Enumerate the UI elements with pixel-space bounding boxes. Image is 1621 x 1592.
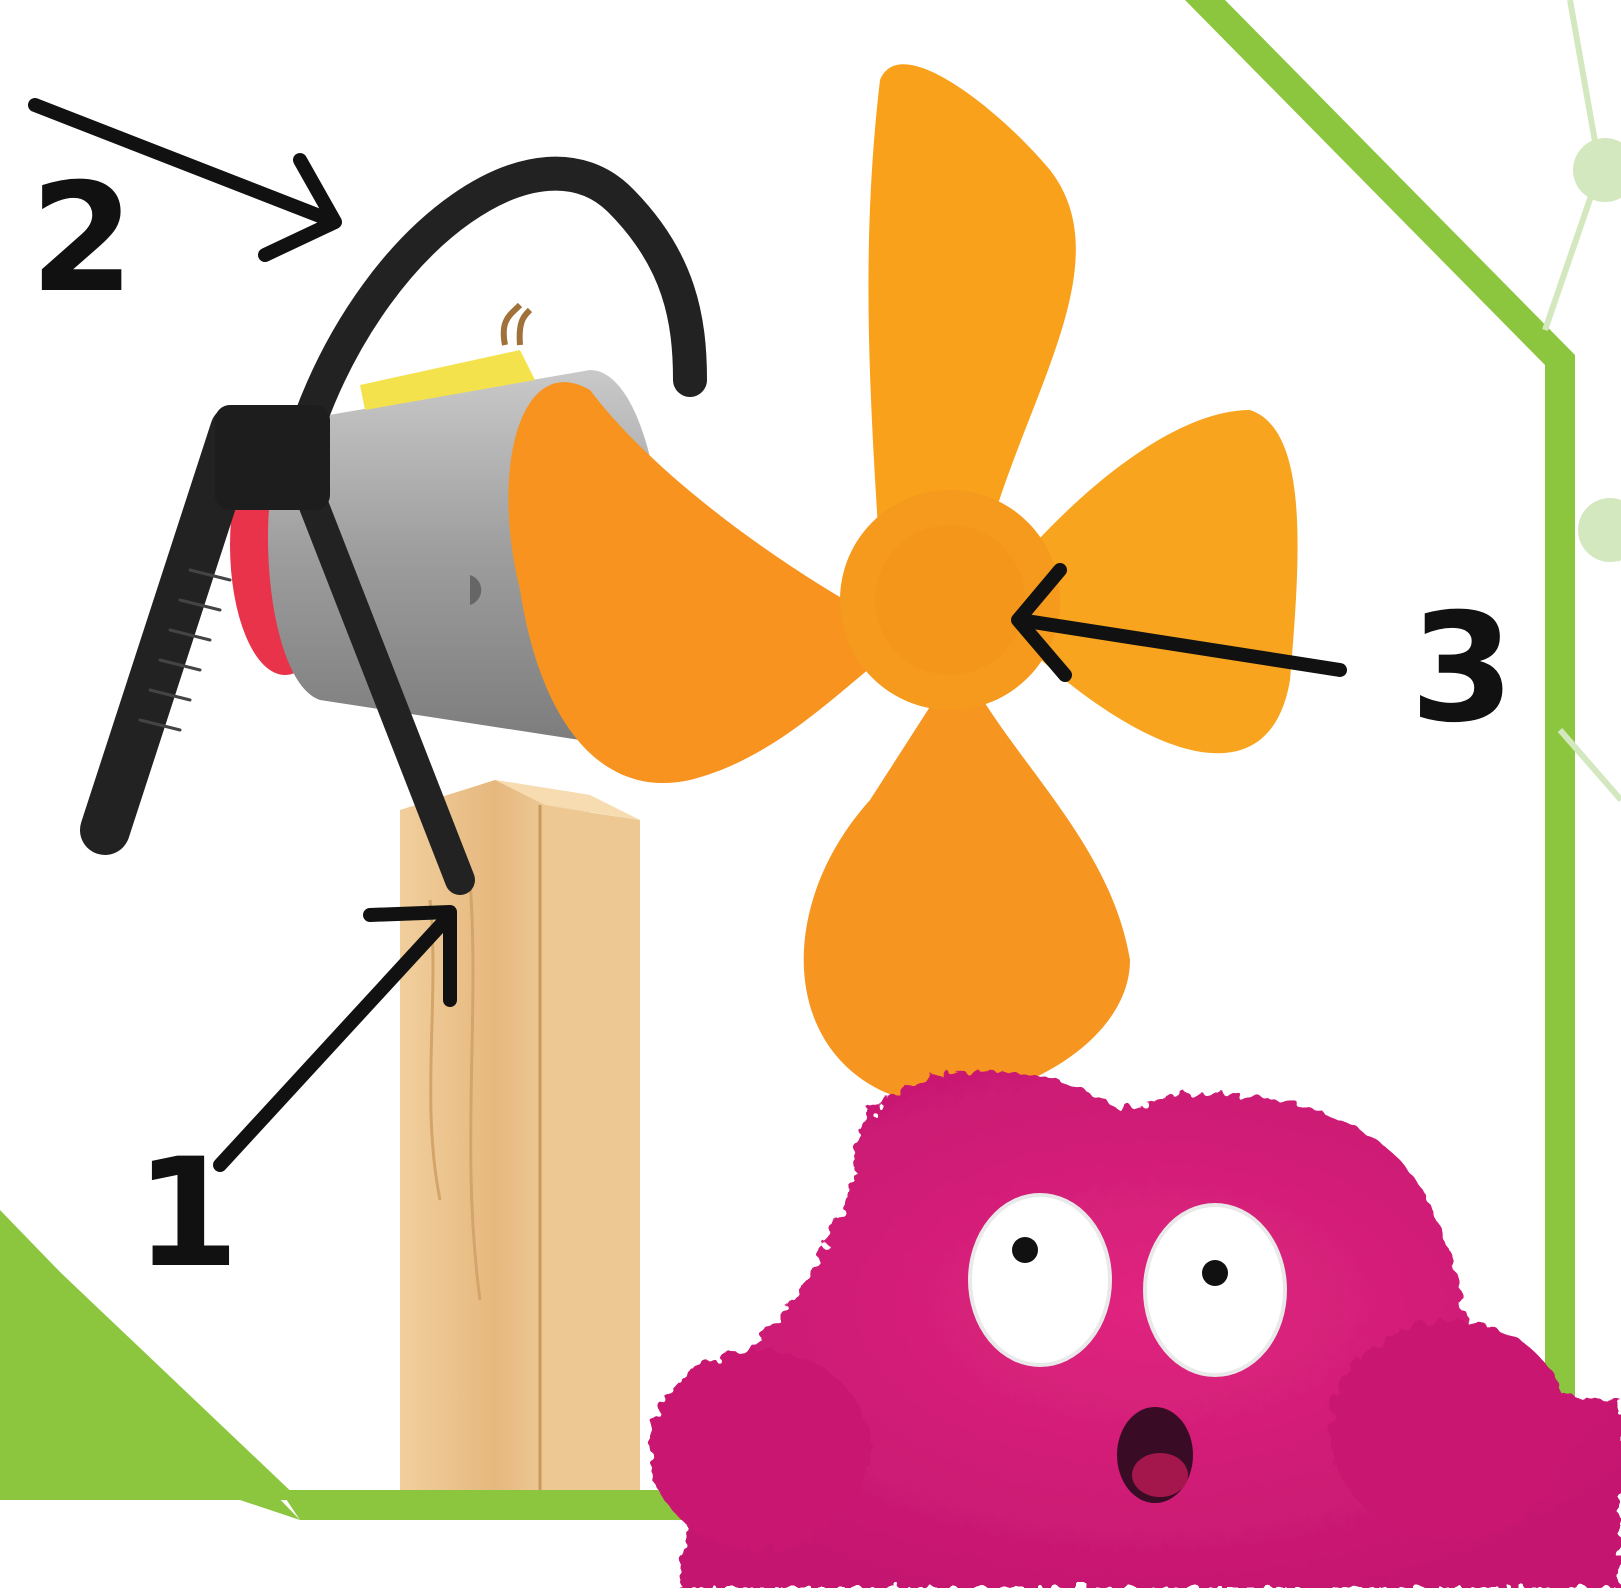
wooden-stick-icon	[400, 780, 640, 1490]
callout-number-3: 3	[1410, 582, 1514, 756]
callout-number-1: 1	[135, 1127, 239, 1301]
fuzzy-mascot-icon	[650, 1071, 1621, 1588]
callout-number-2: 2	[30, 152, 134, 326]
